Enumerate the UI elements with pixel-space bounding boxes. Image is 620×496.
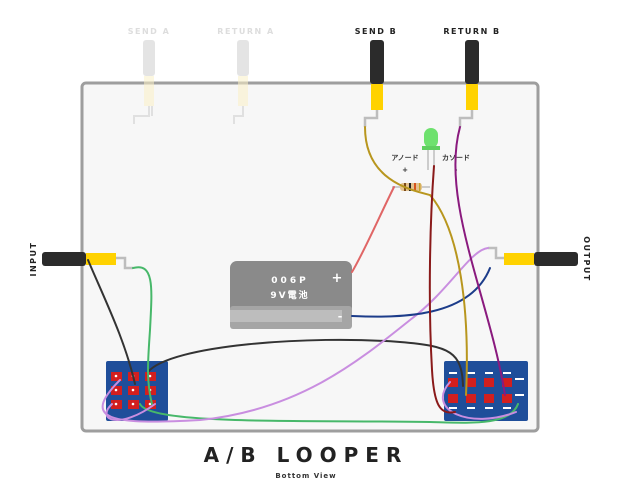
wire-black-bridge — [147, 338, 464, 387]
wire-green-ground-bus — [139, 403, 519, 424]
led-anode-sign: + — [402, 166, 408, 174]
wire-magenta-return-b — [454, 126, 506, 396]
jack-return-b — [458, 40, 479, 127]
page-subtitle: Bottom View — [275, 472, 336, 480]
wire-darkred-led — [428, 165, 456, 414]
label-send-a: SEND A — [128, 27, 171, 36]
wire-purple-right-loop — [442, 381, 517, 420]
label-input: INPUT — [29, 242, 38, 277]
jack-output — [488, 246, 578, 266]
wire-black-input — [87, 259, 136, 385]
battery-label-model: 006P — [271, 276, 308, 286]
jack-return-a — [233, 40, 249, 124]
wire-purple-output — [101, 247, 489, 423]
wire-green-input-ground — [132, 266, 153, 405]
led — [422, 128, 440, 170]
label-send-b: SEND B — [355, 27, 397, 36]
jack-send-b — [363, 40, 384, 127]
switch-pcb-right — [444, 361, 528, 421]
battery-plus-sign: + — [332, 271, 343, 286]
wire-red-battery-positive — [351, 186, 395, 273]
label-return-b: RETURN B — [443, 27, 500, 36]
page-title: A/B LOOPER — [204, 443, 409, 467]
wire-brown-send-b — [364, 126, 468, 396]
wire-navy-battery-negative — [351, 267, 491, 318]
led-anode-label: アノード — [391, 154, 418, 162]
label-output: OUTPUT — [582, 236, 591, 282]
battery-label-type: 9V電池 — [270, 289, 309, 301]
jack-send-a — [133, 40, 155, 124]
switch-pcb-left — [106, 361, 168, 421]
battery-minus-sign: - — [338, 310, 343, 323]
wire-purple-left-loop — [105, 403, 156, 421]
label-return-a: RETURN A — [217, 27, 274, 36]
battery-9v: 006P 9V電池 + - — [230, 261, 352, 329]
jack-input — [42, 252, 133, 270]
